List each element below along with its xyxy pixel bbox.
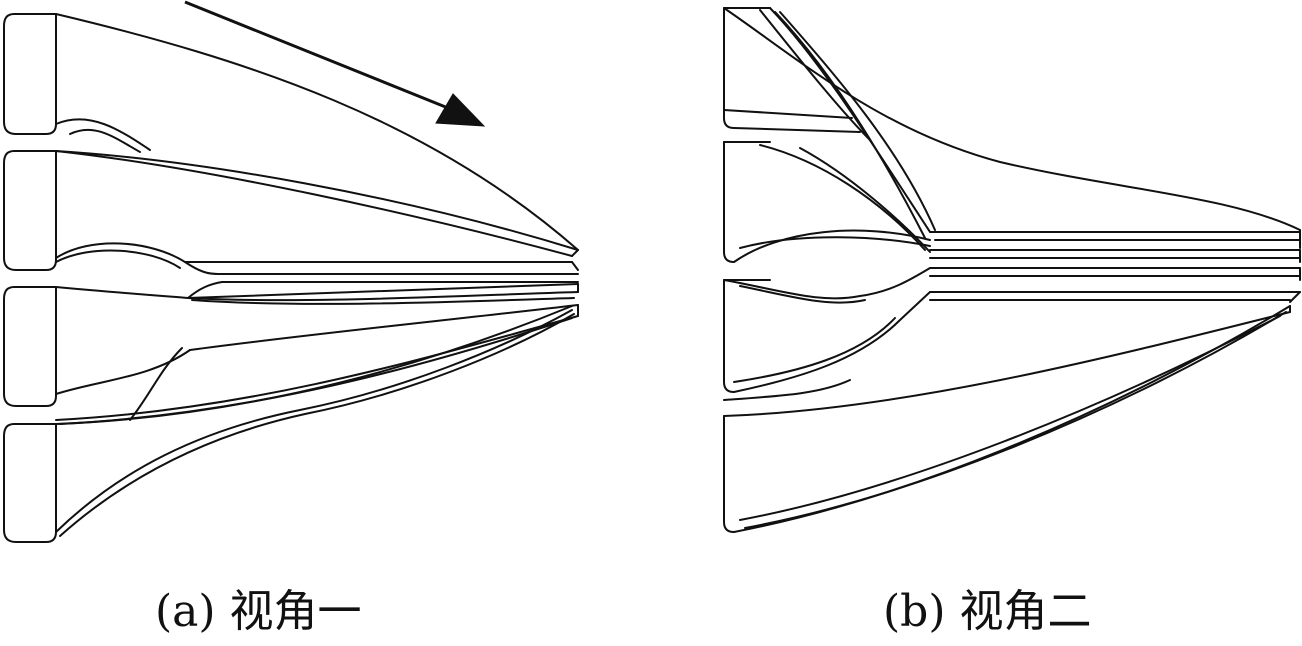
hub-block-b-1: [723, 7, 861, 133]
hub-block-4: [3, 423, 57, 543]
blade-1: [55, 13, 579, 251]
flow-arrow: [184, 0, 486, 127]
hub-block-1: [3, 13, 57, 135]
caption-view-b: (b) 视角二: [883, 586, 1092, 637]
caption-view-a: (a) 视角一: [155, 586, 362, 637]
hub-block-2: [3, 150, 57, 271]
view-a-drawing: [3, 0, 579, 543]
view-b-drawing: [723, 7, 1301, 533]
hub-block-3: [3, 286, 57, 407]
